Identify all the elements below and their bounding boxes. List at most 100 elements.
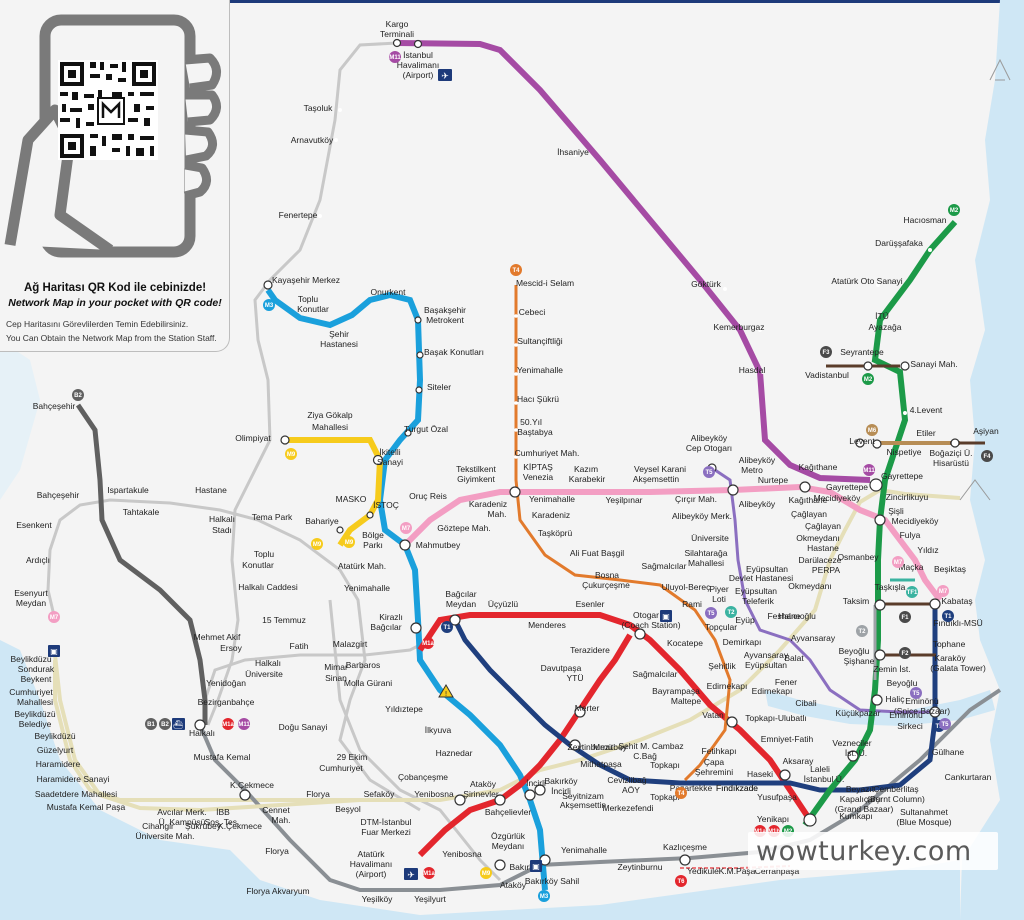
station-label: Sultançiftliği	[517, 336, 562, 346]
top-border	[0, 0, 1024, 3]
station-label: Halkalı Caddesi	[238, 582, 298, 592]
station-label: Beykent	[21, 674, 52, 684]
station-markers	[194, 38, 960, 871]
line-badge-circle	[675, 875, 687, 887]
station-label: Menderes	[528, 620, 566, 630]
station-label: Yenikapı	[757, 814, 789, 824]
station-label: Bahçeşehir	[33, 401, 76, 411]
station-label: Haramidere	[36, 759, 81, 769]
station-label: Üniversite	[245, 669, 283, 679]
qr-code-icon	[58, 60, 158, 160]
station-label: Beşiktaş	[934, 564, 966, 574]
station-label: Florya Akvaryum	[246, 886, 309, 896]
line-badge-circle	[675, 787, 687, 799]
station-label: Çapa	[704, 757, 725, 767]
station-label: Kargo	[386, 19, 409, 29]
station-label: Teleferik	[742, 596, 774, 606]
station-label: Ersoy	[220, 643, 242, 653]
station-label: Devlet Hastanesi	[729, 573, 793, 583]
qr-panel-title: Ağ Haritası QR Kod ile cebinizde!	[23, 282, 207, 294]
line-badge-t2: T2	[856, 625, 868, 637]
line-badge-label: T4	[512, 268, 520, 274]
line-badge-label: T5	[941, 722, 949, 728]
station-label: Fetihkapı	[702, 746, 737, 756]
station-label: Şehit M. Cambaz	[618, 741, 683, 751]
station-label: Bayrampaşa	[652, 686, 700, 696]
station-label: Sirkeci	[897, 721, 923, 731]
line-badge-circle	[538, 890, 550, 902]
station-label: Yeşilyurt	[414, 894, 446, 904]
station-label: Yedikule	[687, 866, 719, 876]
station-label: Aşiyan	[973, 426, 999, 436]
station-label: Etiler	[916, 428, 936, 438]
line-badge-circle	[510, 264, 522, 276]
station-label: Ü. Kampüsü	[159, 817, 206, 827]
station-label: (Blue Mosque)	[896, 817, 951, 827]
station-label: C.Bağ	[633, 751, 657, 761]
station-label: Cibali	[795, 698, 816, 708]
station-label: Gayrettepe	[826, 482, 868, 492]
line-badge-circle	[72, 389, 84, 401]
station-label: İSTOÇ	[373, 500, 399, 510]
qr-panel-subtitle: Network Map in your pocket with QR code!	[8, 297, 222, 309]
station-label: Sağmalcılar	[642, 561, 687, 571]
station-label: Mehmet Akif	[194, 632, 241, 642]
station-label: Fındıklı-MSÜ	[933, 618, 983, 628]
line-badge-label: T5	[912, 691, 920, 697]
station-label: Aksaray	[783, 756, 814, 766]
line-badge-circle	[939, 718, 951, 730]
station-label: Seyitnizam	[562, 791, 604, 801]
line-badge-circle	[311, 538, 323, 550]
station-label: Mahallesi	[17, 697, 53, 707]
line-t1	[452, 600, 938, 793]
line-badge-label: F4	[983, 454, 991, 460]
station-label: Alibeyköy	[691, 433, 728, 443]
station-label: Baştabya	[517, 427, 553, 437]
station-label: Karadeniz	[532, 510, 570, 520]
station-label: Cerrahpaşa	[755, 866, 800, 876]
line-badge-t5: T5	[910, 687, 922, 699]
station-label: Akşemsettin	[633, 474, 680, 484]
station-label: Hisarüstü	[933, 458, 969, 468]
line-badge-circle	[899, 611, 911, 623]
station-label: Yenidoğan	[206, 678, 246, 688]
station-label: Venezia	[523, 472, 554, 482]
station-label: Haliç	[886, 694, 906, 704]
planned-line-north	[206, 41, 398, 726]
station-label: Terazidere	[570, 645, 610, 655]
station-label: PERPA	[812, 565, 841, 575]
station-label: Ayvansaray	[791, 633, 836, 643]
station-label: Ayazağa	[869, 322, 902, 332]
station-label: KİPTAŞ	[523, 462, 553, 472]
station-label: Güzelyurt	[37, 745, 74, 755]
station-label: İncirli	[526, 778, 546, 788]
station-label: Karadeniz	[469, 499, 507, 509]
line-badge-m1a: M1a	[422, 637, 434, 649]
station-label: Yeşilpınar	[605, 495, 642, 505]
station-label: Pazartekke	[670, 783, 713, 793]
station-label: Beyoğlu	[887, 678, 918, 688]
line-badge-label: M7	[402, 526, 411, 532]
line-badge-circle	[981, 450, 993, 462]
station-label: Mithatpaşa	[580, 759, 622, 769]
station-label: Cebeci	[519, 307, 546, 317]
station-label: YTÜ	[567, 673, 584, 683]
line-badge-label: M11	[238, 722, 250, 728]
station-label: Şirinevler	[463, 789, 499, 799]
station-ticks	[318, 108, 932, 459]
station-label: Cankurtaran	[945, 772, 992, 782]
station-label: K.M.Paşa	[719, 866, 756, 876]
line-badge-label: F2	[901, 651, 909, 657]
station-label: Üniversite	[691, 533, 729, 543]
station-label: Çobançeşme	[398, 772, 448, 782]
line-badge-b2: B2	[159, 718, 171, 730]
line-badge-t5: T5	[705, 607, 717, 619]
station-label: Emniyet-Fatih	[761, 734, 814, 744]
line-badge-m3: M3	[263, 299, 275, 311]
station-label: Davutpaşa	[541, 663, 582, 673]
line-badge-label: B2	[74, 393, 82, 399]
station-label: Uluyol-Bereç	[662, 582, 711, 592]
station-label: MASKO	[336, 494, 367, 504]
marmara-water	[0, 640, 960, 920]
station-label: Toplu	[298, 294, 319, 304]
